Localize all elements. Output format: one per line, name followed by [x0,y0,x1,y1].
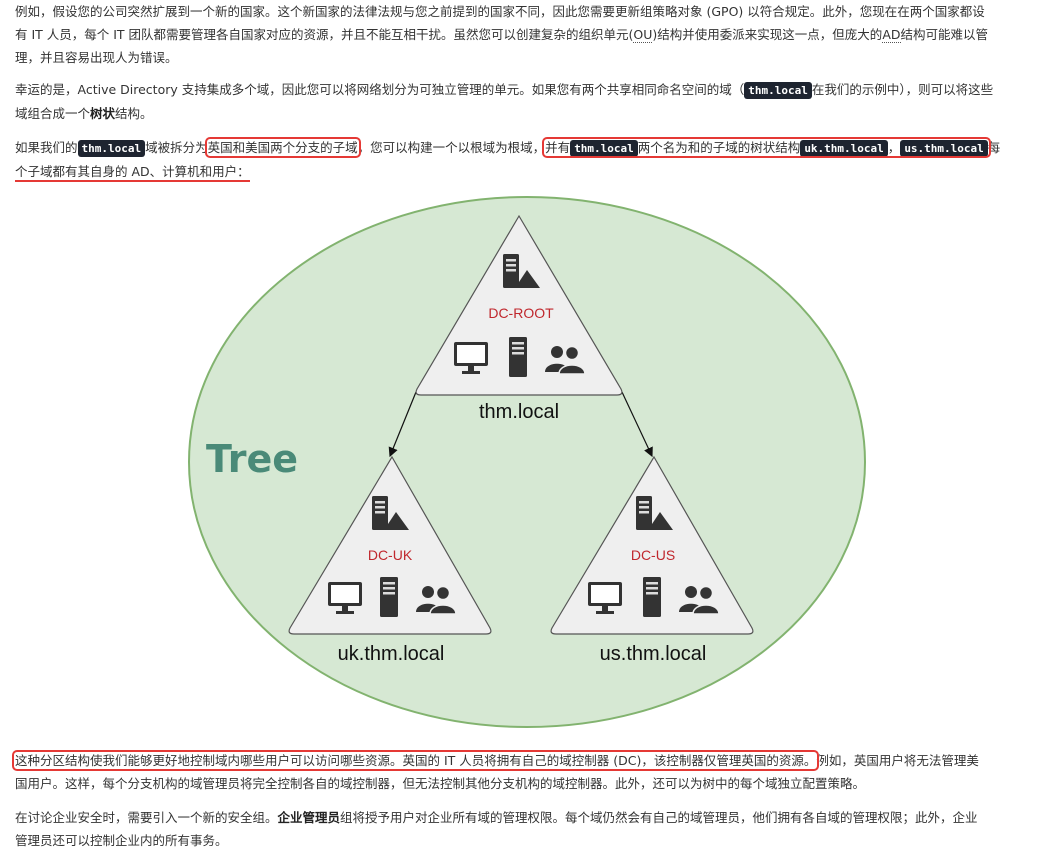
highlight-partition-control: 这种分区结构使我们能够更好地控制域内哪些用户可以访问哪些资源。英国的 IT 人员… [11,750,820,771]
server-icon [372,496,388,530]
p4-text-b: 例如，英国用户将无法管理美 [816,753,979,768]
us-domain-label: us.thm.local [600,643,707,665]
p1-line2-text: 有 IT 人员，每个 IT 团队都需要管理各自国家对应的资源，并且不能互相干扰。… [15,27,634,42]
warning-triangle-icon [515,270,540,288]
tree-label: Tree [206,437,298,481]
paragraph-partitioning: 这种分区结构使我们能够更好地控制域内哪些用户可以访问哪些资源。英国的 IT 人员… [11,749,1038,795]
domain-tree-diagram: Tree DC-ROOT thm.local DC-UK uk.thm.loca… [188,196,866,728]
server-icon [636,496,652,530]
uk-domain-label: uk.thm.local [338,643,445,665]
code-thm-local-2: thm.local [570,140,638,157]
paragraph-multiple-domains: 幸运的是，Active Directory 支持集成多个域，因此您可以将网络划分… [15,78,1038,125]
arrow-root-to-us [621,391,653,458]
p3-text-a: 如果我们的 [15,140,78,155]
dc-root-label: DC-ROOT [488,305,554,321]
p2-line2-text-b: 结构。 [115,106,153,121]
server-tower-icon [643,577,661,617]
code-us-thm-local: us.thm.local [900,140,988,157]
p1-line3: 理，并且容易出现人为错误。 [15,50,178,65]
underline-own-ad: 个子域都有其自身的 AD、计算机和用户： [15,164,250,182]
p3-text-c: ，您可以构建一个以根域为根域， [357,140,546,155]
p3-text-d: ， [887,140,901,155]
p4-line2: 国用户。这样，每个分支机构的域管理员将完全控制各自的域控制器，但无法控制其他分支… [15,776,866,791]
server-tower-icon [509,337,527,377]
server-icon [503,254,519,288]
root-domain-label: thm.local [479,401,559,423]
p3-hl2-text-b: 两个名为和的子域的树状结构 [637,140,801,155]
p1-line2: 有 IT 人员，每个 IT 团队都需要管理各自国家对应的资源，并且不能互相干扰。… [15,23,1038,46]
dc-uk-label: DC-UK [368,547,413,563]
arrow-root-to-uk [388,391,417,458]
paragraph-enterprise-admins: 在讨论企业安全时，需要引入一个新的安全组。企业管理员组将授予用户对企业所有域的管… [15,806,1038,852]
server-tower-icon [380,577,398,617]
p5-text-b: 组将授予用户对企业所有域的管理权限。每个域仍然会有自己的域管理员，他们拥有各自域… [340,810,978,825]
p5-line1: 在讨论企业安全时，需要引入一个新的安全组。企业管理员组将授予用户对企业所有域的管… [15,806,1038,829]
p5-text-a: 在讨论企业安全时，需要引入一个新的安全组。 [15,810,278,825]
p1-line2-text-b: )结构并使用委派来实现这一点，但庞大的 [652,27,883,42]
p3-line2: 个子域都有其自身的 AD、计算机和用户： [15,160,1038,183]
dc-us-label: DC-US [631,547,675,563]
node-uk: DC-UK uk.thm.local [288,455,492,665]
p5-line2: 管理员还可以控制企业内的所有事务。 [15,833,228,848]
p3-hl2-text-a: 并有 [545,140,571,155]
ad-abbr[interactable]: AD [882,27,901,43]
code-thm-local: thm.local [744,82,812,99]
paragraph-gpo-intro: 例如，假设您的公司突然扩展到一个新的国家。这个新国家的法律法规与您之前提到的国家… [15,0,1038,69]
p2-line1-text: 幸运的是，Active Directory 支持集成多个域，因此您可以将网络划分… [15,82,745,97]
p2-line2: 域组合成一个树状结构。 [15,102,1038,125]
p1-line2-text-c: 结构可能难以管 [900,27,989,42]
warning-triangle-icon [648,512,673,530]
warning-triangle-icon [384,512,409,530]
p2-line1: 幸运的是，Active Directory 支持集成多个域，因此您可以将网络划分… [15,78,1038,102]
bold-tree: 树状 [90,106,116,121]
code-thm-local-1: thm.local [77,140,146,157]
node-us: DC-US us.thm.local [550,455,754,665]
p2-line1-text-b: 在我们的示例中），则可以将这些 [811,82,994,97]
p4-line1: 这种分区结构使我们能够更好地控制域内哪些用户可以访问哪些资源。英国的 IT 人员… [11,749,1038,772]
p3-text-e: 每 [987,140,1001,155]
bold-enterprise-admins: 企业管理员 [277,810,341,825]
ou-abbr[interactable]: OU [633,27,653,43]
highlight-uk-us-subdomains: 英国和美国两个分支的子域 [204,137,361,158]
node-root: DC-ROOT thm.local [415,214,623,423]
p2-line2-text: 域组合成一个 [15,106,91,121]
p3-text-b: 域被拆分为 [145,140,208,155]
code-uk-thm-local: uk.thm.local [800,140,888,157]
p1-line1: 例如，假设您的公司突然扩展到一个新的国家。这个新国家的法律法规与您之前提到的国家… [15,4,985,19]
